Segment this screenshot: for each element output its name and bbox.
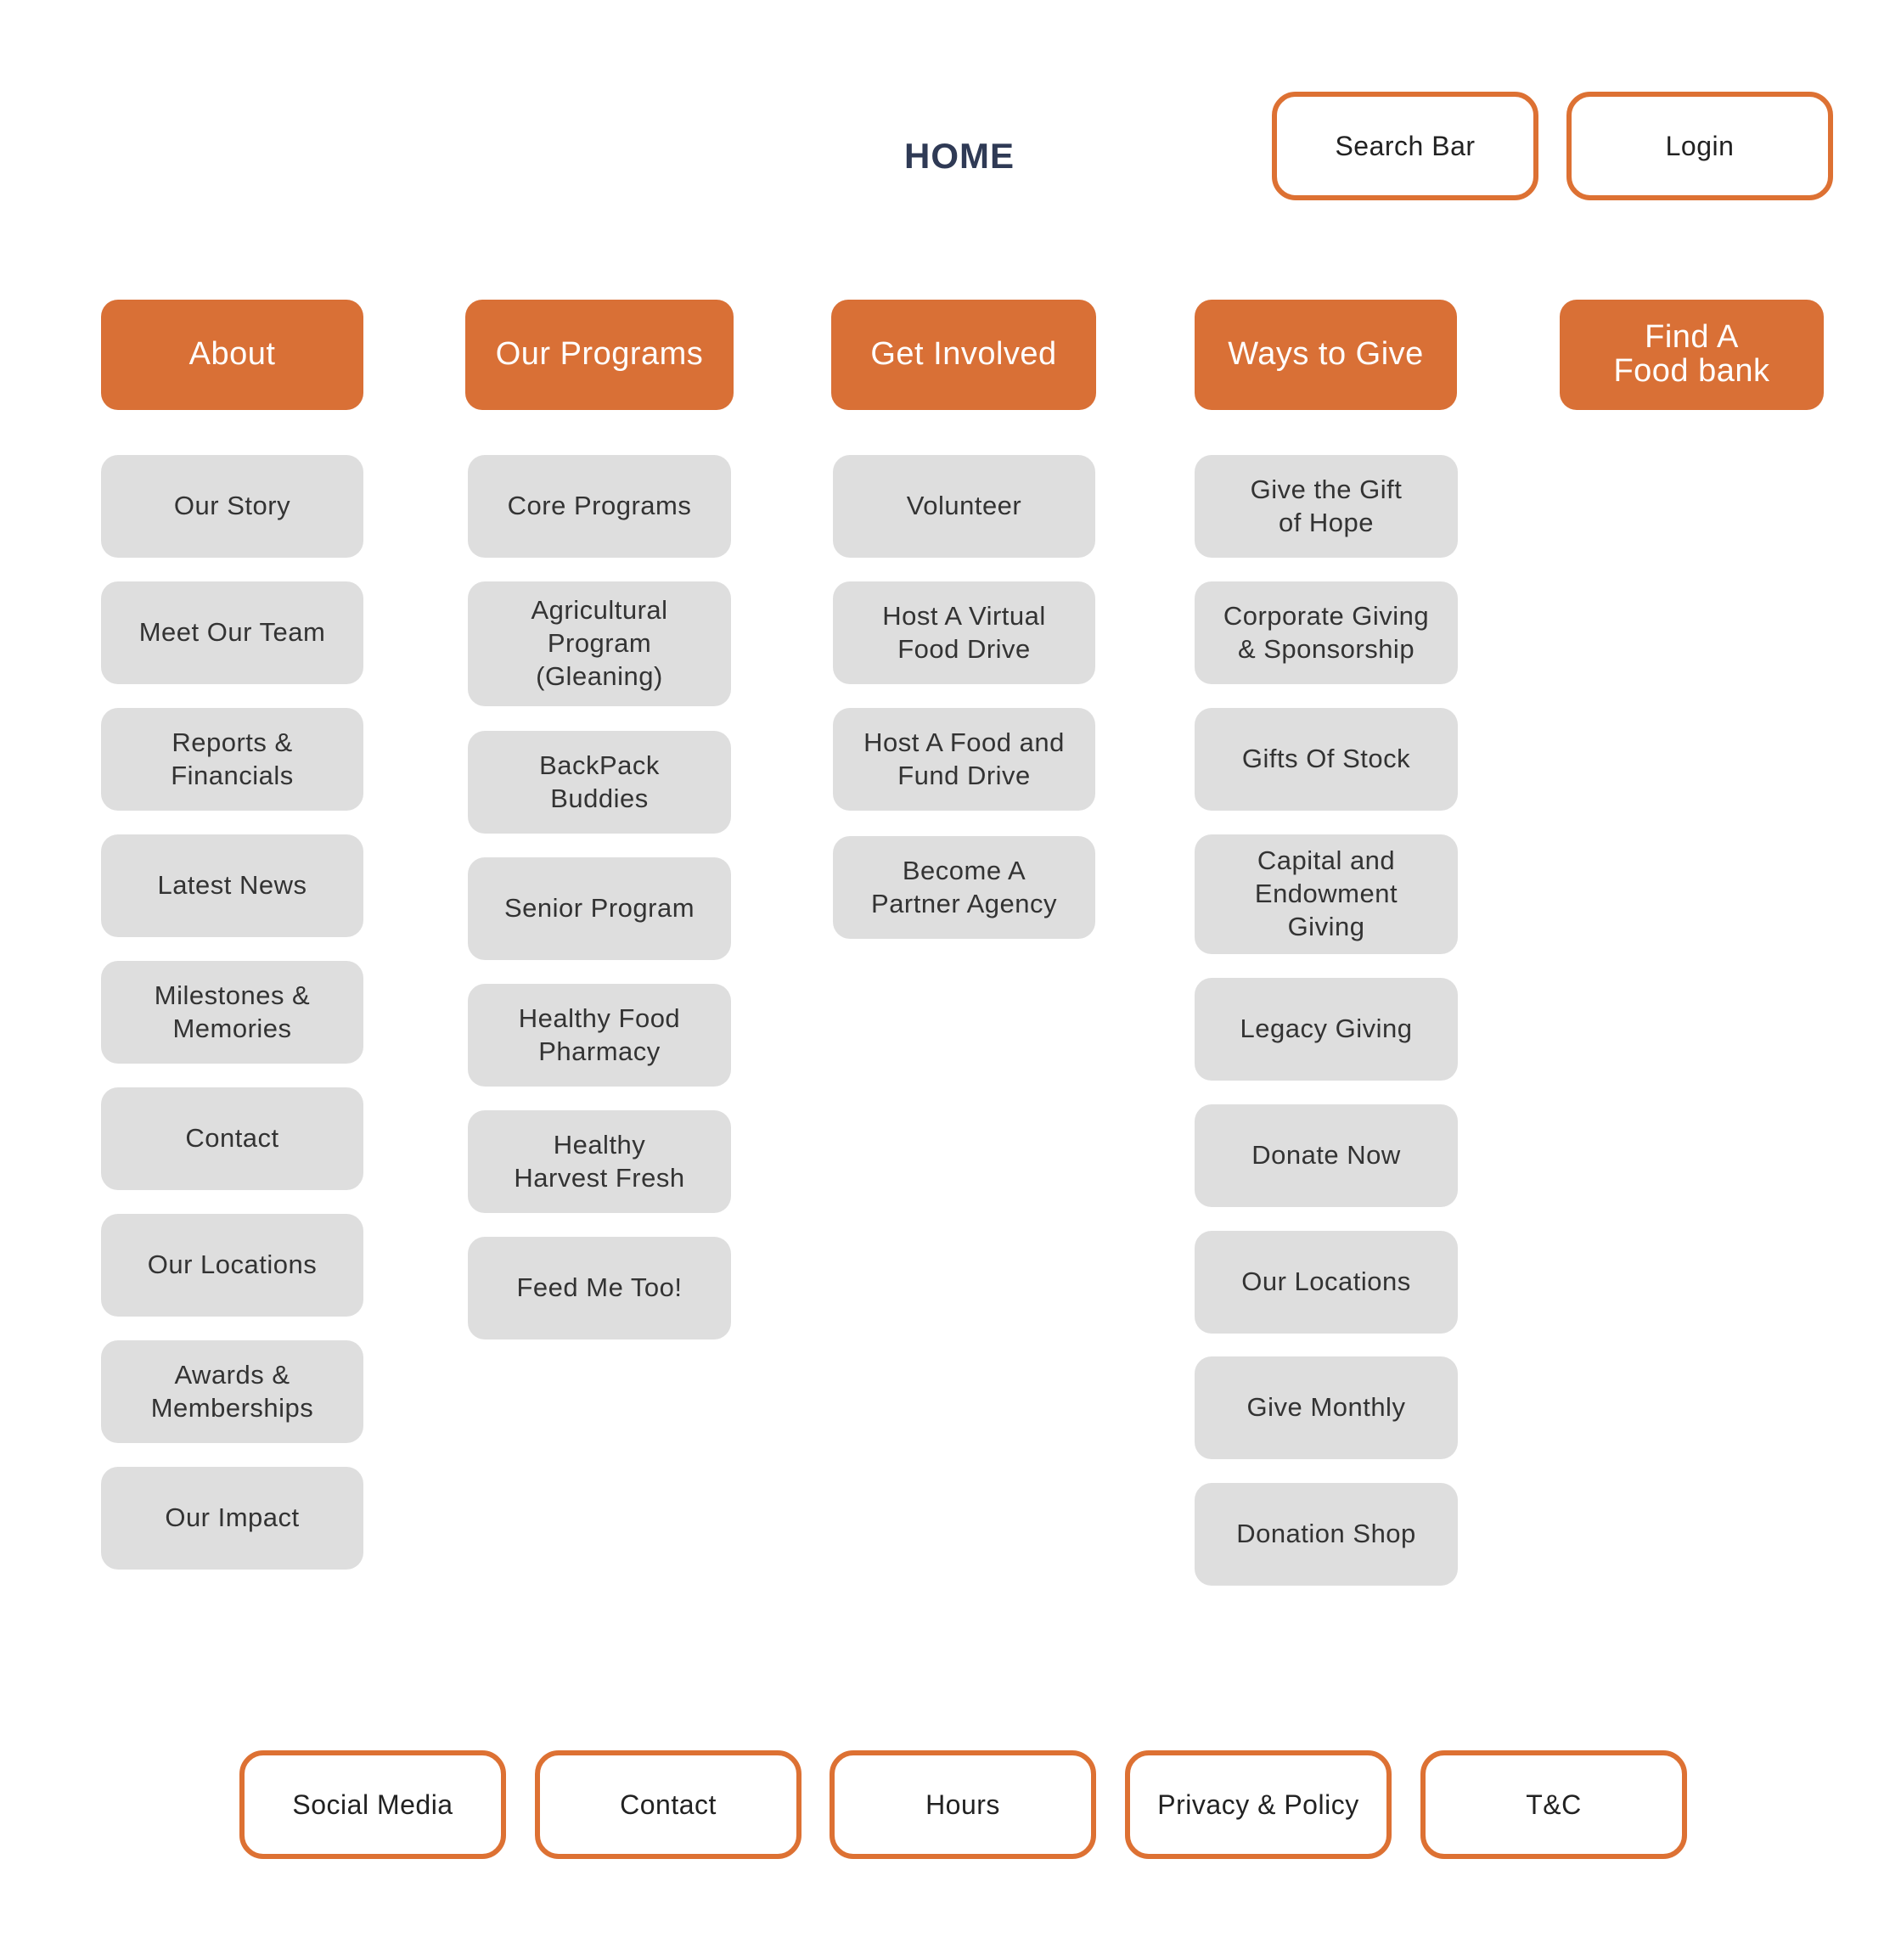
nav-header-ways-to-give[interactable]: Ways to Give	[1195, 300, 1457, 410]
nav-item-agricultural-program[interactable]: Agricultural Program (Gleaning)	[468, 581, 731, 706]
nav-item-feed-me-too[interactable]: Feed Me Too!	[468, 1237, 731, 1339]
nav-header-find-a-food-bank[interactable]: Find A Food bank	[1560, 300, 1824, 410]
nav-item-reports-financials[interactable]: Reports & Financials	[101, 708, 363, 811]
nav-item-meet-our-team[interactable]: Meet Our Team	[101, 581, 363, 684]
nav-item-capital-endowment-giving[interactable]: Capital and Endowment Giving	[1195, 834, 1458, 954]
footer-social-media-button[interactable]: Social Media	[239, 1750, 506, 1859]
nav-item-donation-shop[interactable]: Donation Shop	[1195, 1483, 1458, 1586]
nav-item-awards-memberships[interactable]: Awards & Memberships	[101, 1340, 363, 1443]
nav-header-get-involved[interactable]: Get Involved	[831, 300, 1096, 410]
nav-item-backpack-buddies[interactable]: BackPack Buddies	[468, 731, 731, 834]
nav-item-corporate-giving[interactable]: Corporate Giving & Sponsorship	[1195, 581, 1458, 684]
nav-item-host-food-fund-drive[interactable]: Host A Food and Fund Drive	[833, 708, 1095, 811]
nav-item-legacy-giving[interactable]: Legacy Giving	[1195, 978, 1458, 1081]
nav-item-become-partner-agency[interactable]: Become A Partner Agency	[833, 836, 1095, 939]
nav-item-our-impact[interactable]: Our Impact	[101, 1467, 363, 1570]
nav-item-latest-news[interactable]: Latest News	[101, 834, 363, 937]
footer-contact-button[interactable]: Contact	[535, 1750, 801, 1859]
nav-item-donate-now[interactable]: Donate Now	[1195, 1104, 1458, 1207]
footer-privacy-policy-button[interactable]: Privacy & Policy	[1125, 1750, 1392, 1859]
nav-header-our-programs[interactable]: Our Programs	[465, 300, 734, 410]
nav-item-volunteer[interactable]: Volunteer	[833, 455, 1095, 558]
nav-item-host-virtual-food-drive[interactable]: Host A Virtual Food Drive	[833, 581, 1095, 684]
nav-item-give-monthly[interactable]: Give Monthly	[1195, 1356, 1458, 1459]
nav-item-give-gift-of-hope[interactable]: Give the Gift of Hope	[1195, 455, 1458, 558]
page-title: HOME	[904, 136, 1015, 176]
footer-tc-button[interactable]: T&C	[1420, 1750, 1687, 1859]
nav-item-core-programs[interactable]: Core Programs	[468, 455, 731, 558]
footer-hours-button[interactable]: Hours	[830, 1750, 1096, 1859]
nav-item-our-story[interactable]: Our Story	[101, 455, 363, 558]
nav-item-contact[interactable]: Contact	[101, 1087, 363, 1190]
login-button[interactable]: Login	[1566, 92, 1833, 200]
nav-item-senior-program[interactable]: Senior Program	[468, 857, 731, 960]
nav-item-healthy-food-pharmacy[interactable]: Healthy Food Pharmacy	[468, 984, 731, 1087]
nav-item-our-locations-give[interactable]: Our Locations	[1195, 1231, 1458, 1334]
nav-item-gifts-of-stock[interactable]: Gifts Of Stock	[1195, 708, 1458, 811]
nav-item-milestones-memories[interactable]: Milestones & Memories	[101, 961, 363, 1064]
search-bar-button[interactable]: Search Bar	[1272, 92, 1538, 200]
nav-header-about[interactable]: About	[101, 300, 363, 410]
nav-item-healthy-harvest-fresh[interactable]: Healthy Harvest Fresh	[468, 1110, 731, 1213]
nav-item-our-locations[interactable]: Our Locations	[101, 1214, 363, 1317]
